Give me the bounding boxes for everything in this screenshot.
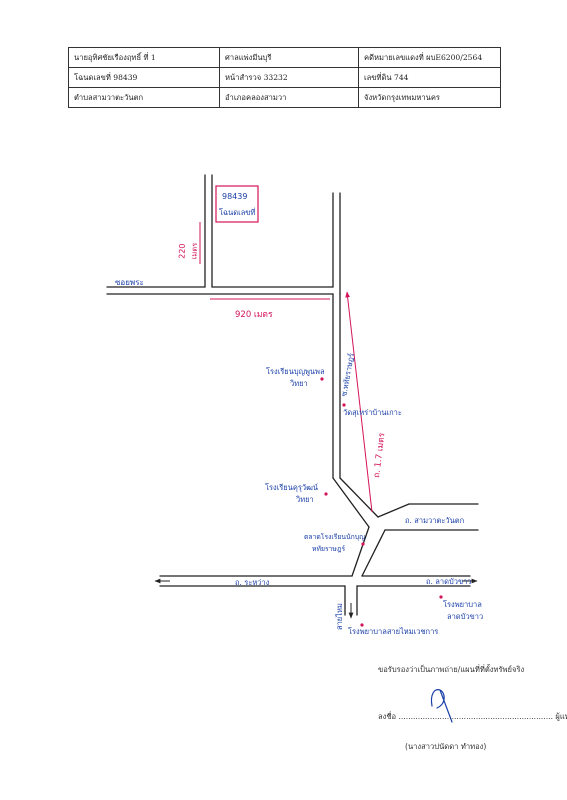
certification-statement: ขอรับรองว่าเป็นภาพถ่าย/แผนที่ที่ตั้งทรัพ… <box>378 665 525 674</box>
sign-suffix: ผู้แทนโจทก์ <box>555 712 567 721</box>
case-info-row: นายอุทิศชัยเรืองฤทธิ์ ที่ 1 ศาลแพ่งมีนบุ… <box>68 47 501 68</box>
landmark-right-place: โรงพยาบาล <box>443 600 482 609</box>
landmark-school-2: โรงเรียนคุรุวัฒน์ <box>265 483 318 492</box>
subdistrict-cell: ตำบลสามวาตะวันตก <box>68 87 220 108</box>
case-info-row: ตำบลสามวาตะวันตก อำเภอคลองสามวา จังหวัดก… <box>68 87 501 108</box>
landmark-dot-icon <box>361 542 365 546</box>
signature-line: ลงชื่อ .................................… <box>378 711 567 723</box>
long-distance-label: ถ. 1.7 เมตร <box>372 432 388 479</box>
signature-mark <box>430 689 453 723</box>
landmark-school-3: หทัยราษฎร์ <box>312 545 345 553</box>
parcel-label: 98439 <box>222 192 247 201</box>
signer-name: (นางสาวปนัดดา ทำทอง) <box>405 742 487 751</box>
measure-line-long <box>345 291 373 513</box>
side-distance-unit: เมตร <box>189 243 199 260</box>
landmark-right-place: ลาดบัวขาว <box>447 612 483 621</box>
sign-dots: ........................................… <box>398 712 554 721</box>
district-cell: อำเภอคลองสามวา <box>219 87 359 108</box>
landmark-school-1: วิทยา <box>289 379 308 388</box>
road-name-vertical: ซ.หทัยราษฎร์ <box>339 352 356 397</box>
road-name-bottom-left: ถ. ระหว่าง <box>235 578 270 587</box>
landmark-school-2: วิทยา <box>295 495 314 504</box>
road-edge <box>332 477 370 528</box>
landmark-temple: วัดสุเหร่าบ้านเกาะ <box>343 408 402 417</box>
sign-prefix: ลงชื่อ <box>378 712 397 721</box>
road-lines <box>106 174 479 616</box>
landmark-bottom-place: โรงพยาบาลสายไหมเวชการ <box>348 627 438 636</box>
landmark-dot-icon <box>360 623 364 627</box>
top-distance-label: 920 เมตร <box>235 310 273 320</box>
road-edge <box>377 503 410 518</box>
measurement-lines <box>199 222 373 513</box>
road-edge <box>351 526 370 577</box>
road-name-bottom-right: ถ. ลาดบัวขาว <box>426 577 472 586</box>
landmark-dot-icon <box>439 595 443 599</box>
landmark-dot-icon <box>324 492 328 496</box>
province-cell: จังหวัดกรุงเทพมหานคร <box>358 87 501 108</box>
case-info-table: นายอุทิศชัยเรืองฤทธิ์ ที่ 1 ศาลแพ่งมีนบุ… <box>68 47 501 108</box>
parcel-boundary <box>215 185 259 223</box>
landmark-school-3: ตลาดโรงเรียนนักบุญ <box>304 532 365 541</box>
road-edge <box>361 529 386 577</box>
road-name-bottom-vertical: สายไหม <box>335 603 344 630</box>
landmark-dot-icon <box>342 403 346 407</box>
landmark-dot-icon <box>320 377 324 381</box>
landmark-school-1: โรงเรียนบุญพูนพล <box>266 367 325 376</box>
parcel-label: โฉนดเลขที่ <box>219 207 255 217</box>
road-name-right: ถ. สามวาตะวันตก <box>405 516 464 525</box>
road-name-top-left: ซอยพระ <box>115 278 144 287</box>
side-distance-label: 220 <box>177 243 187 259</box>
